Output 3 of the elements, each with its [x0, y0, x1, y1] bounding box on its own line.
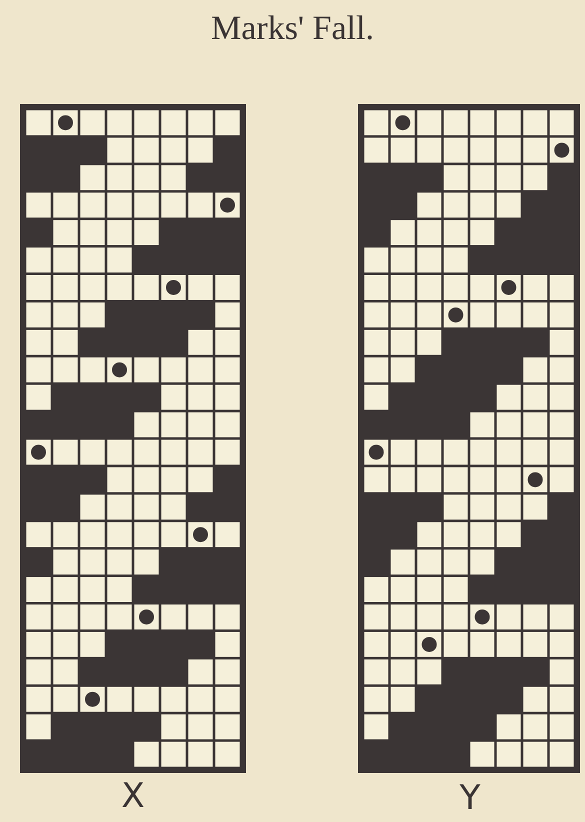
- title: Marks' Fall.: [210, 10, 375, 48]
- grid-label: Y: [458, 780, 482, 816]
- grid-label: X: [120, 778, 146, 814]
